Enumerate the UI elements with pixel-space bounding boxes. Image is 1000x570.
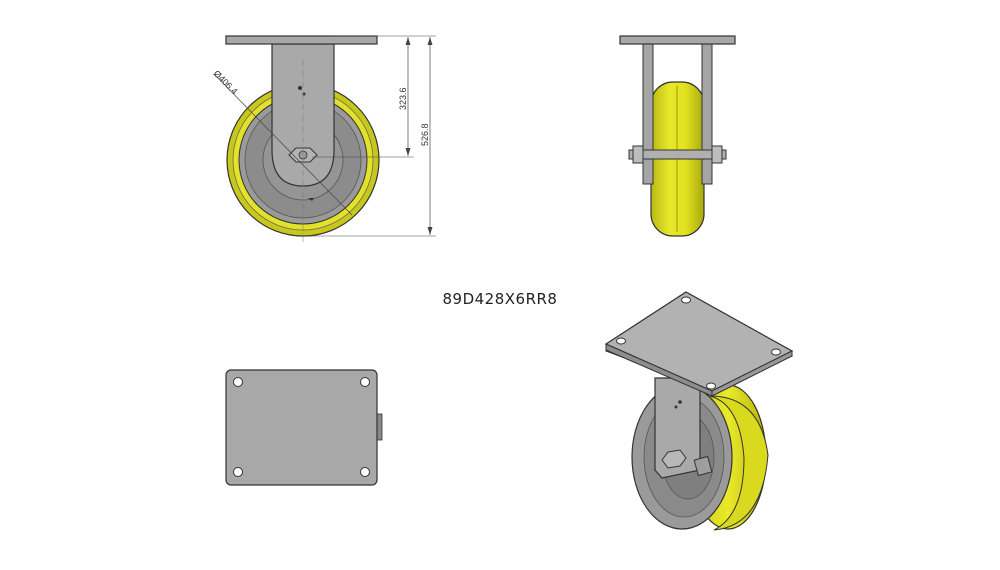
iso-view-tread	[709, 395, 769, 531]
isometric-view	[604, 291, 794, 531]
dim-wheel-diameter: Ø406.4	[212, 68, 240, 96]
dim-axle-height: 323.6	[398, 87, 408, 110]
side-view: Ø406.4 323.6 526.8	[212, 35, 436, 242]
front-view	[619, 35, 736, 237]
top-view-bolt-hole	[233, 467, 243, 477]
top-view-bolt-hole	[360, 467, 370, 477]
iso-view-bolt-hole	[681, 296, 691, 304]
front-view-axle	[628, 149, 727, 160]
front-view-fork-left	[642, 43, 654, 185]
iso-view-bolt-hole	[771, 348, 781, 356]
iso-view-bolt-hole	[706, 382, 716, 390]
dim-diameter-leader	[213, 73, 353, 216]
dim-overall-height: 526.8	[420, 123, 430, 146]
iso-view-axle-nut	[661, 449, 687, 469]
top-view-plate	[225, 369, 378, 486]
side-view-top-plate	[225, 35, 378, 45]
front-view-fork-right	[701, 43, 713, 185]
top-view-bolt-hole	[233, 377, 243, 387]
front-view-top-plate	[619, 35, 736, 45]
top-view-bolt-hole	[360, 377, 370, 387]
part-number-label: 89D428X6RR8	[442, 290, 558, 308]
iso-view-bolt-hole	[616, 337, 626, 345]
top-view	[225, 369, 383, 486]
